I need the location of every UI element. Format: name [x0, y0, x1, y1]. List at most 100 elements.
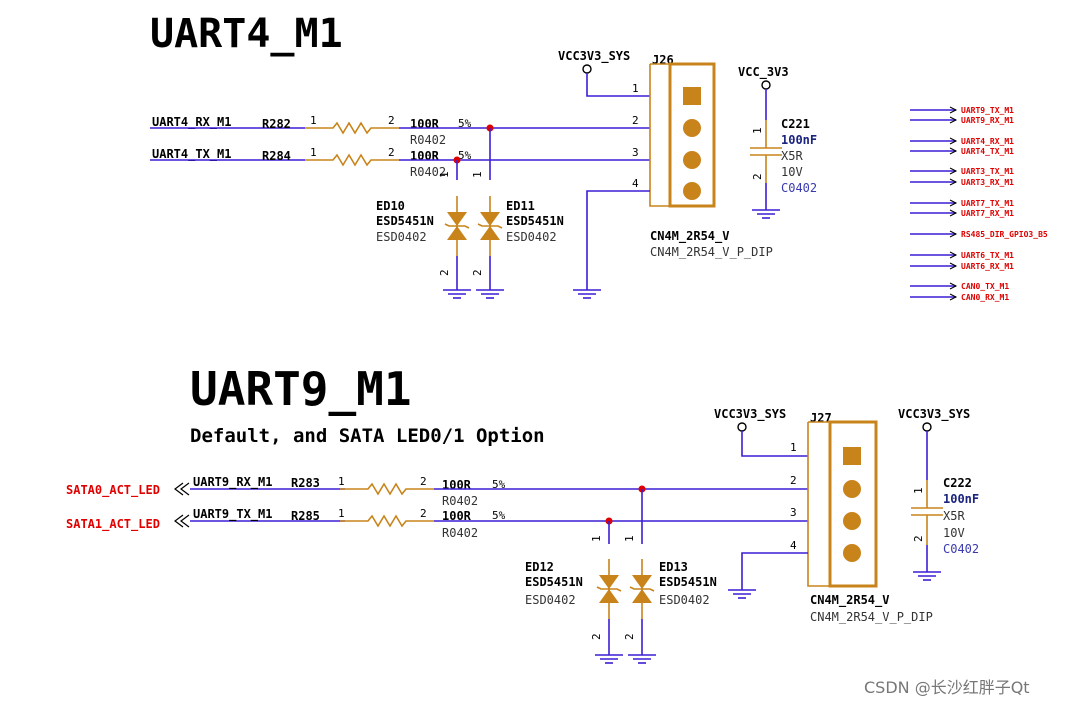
sata1-led-label: SATA1_ACT_LED [66, 517, 160, 532]
net-arrow-icon [949, 230, 958, 238]
c221-pin1: 1 [751, 127, 764, 134]
j26-pin2: 2 [632, 114, 639, 127]
j27-pin4: 4 [790, 539, 797, 552]
uart9-subtitle: Default, and SATA LED0/1 Option [190, 425, 545, 447]
c222-pin1: 1 [912, 487, 925, 494]
c221-diel: X5R [781, 149, 803, 163]
net-label: UART3_RX_M1 [961, 178, 1014, 187]
r285-pin2: 2 [420, 507, 427, 520]
ed10-pin2: 2 [438, 269, 451, 276]
r283-value: 100R [442, 478, 472, 492]
net-arrow-icon [174, 482, 190, 496]
r283-tol: 5% [492, 478, 506, 491]
sata0-led-label: SATA0_ACT_LED [66, 483, 160, 498]
ed11-ref: ED11 [506, 199, 535, 213]
uart4-tx-net: UART4_TX_M1 [150, 147, 305, 162]
net-label: UART6_TX_M1 [961, 251, 1014, 260]
net-arrow-icon [174, 514, 190, 528]
r283-ref: R283 [291, 476, 320, 490]
uart9-title: UART9_M1 [190, 362, 412, 416]
r284-pin1: 1 [310, 146, 317, 159]
c221-pkg: C0402 [781, 181, 817, 195]
c222-pin2: 2 [912, 535, 925, 542]
r282-value: 100R [410, 117, 440, 131]
uart4-rx-label: UART4_RX_M1 [152, 115, 231, 130]
esd-ed11: 1 2 ED11 ESD5451N ESD0402 [471, 171, 564, 276]
j27-ref: J27 [810, 411, 832, 425]
c221-power-label: VCC_3V3 [738, 65, 789, 80]
c222-ref: C222 [943, 476, 972, 490]
r285-ref: R285 [291, 509, 320, 523]
net-label: RS485_DIR_GPIO3_B5 [961, 230, 1048, 239]
r282-pin1: 1 [310, 114, 317, 127]
j27-pin1: 1 [790, 441, 797, 454]
j27-pin2: 2 [790, 474, 797, 487]
net-label: UART9_TX_M1 [961, 106, 1014, 115]
r282-pin2: 2 [388, 114, 395, 127]
resistor-r283: R283 1 2 100R 5% R0402 [291, 475, 506, 508]
net-arrow-icon [949, 178, 958, 186]
net-label: UART4_TX_M1 [961, 147, 1014, 156]
j27-name: CN4M_2R54_V [810, 593, 889, 608]
resistor-r285: R285 1 2 100R 5% R0402 [291, 507, 506, 540]
ed10-pkg: ESD0402 [376, 230, 427, 244]
esd-ed10: 1 2 ED10 ESD5451N ESD0402 [376, 171, 470, 276]
net-arrow-icon [949, 106, 958, 114]
r282-ref: R282 [262, 117, 291, 131]
net-arrow-icon [949, 199, 958, 207]
r284-value: 100R [410, 149, 440, 163]
c221-value: 100nF [781, 133, 817, 147]
ed10-pin1: 1 [438, 171, 451, 178]
resistor-r282: R282 1 2 100R 5% R0402 [262, 114, 472, 147]
j27-pin3: 3 [790, 506, 797, 519]
ground-icon [751, 209, 781, 219]
r284-pkg: R0402 [410, 165, 446, 179]
net-label: UART3_TX_M1 [961, 167, 1014, 176]
net-arrow-icon [949, 251, 958, 259]
c221-pin2: 2 [751, 173, 764, 180]
ed12-pin2: 2 [590, 633, 603, 640]
esd-ed12: 1 2 ED12 ESD5451N ESD0402 [525, 535, 622, 640]
r285-pkg: R0402 [442, 526, 478, 540]
j26-pkg: CN4M_2R54_V_P_DIP [650, 245, 773, 259]
net-arrow-icon [949, 293, 958, 301]
ground-icon [912, 571, 942, 581]
r285-pin1: 1 [338, 507, 345, 520]
ground-icon [572, 289, 602, 299]
c222-pkg: C0402 [943, 542, 979, 556]
r284-ref: R284 [262, 149, 291, 163]
uart9-rx-net: SATA0_ACT_LED UART9_RX_M1 [66, 475, 345, 498]
ed11-pin1: 1 [471, 171, 484, 178]
uart4-tx-label: UART4_TX_M1 [152, 147, 231, 162]
ed10-part: ESD5451N [376, 214, 434, 228]
net-arrow-icon [949, 262, 958, 270]
net-label: CAN0_RX_M1 [961, 293, 1009, 302]
j26-pin1: 1 [632, 82, 639, 95]
j27-power-label: VCC3V3_SYS [714, 407, 786, 422]
ed13-pin2: 2 [623, 633, 636, 640]
ed13-pkg: ESD0402 [659, 593, 710, 607]
connector-j27: VCC3V3_SYS J27 1 2 3 4 CN4M_2R54_V CN4M_… [714, 407, 933, 624]
r285-tol: 5% [492, 509, 506, 522]
net-label: UART9_RX_M1 [961, 116, 1014, 125]
ed12-part: ESD5451N [525, 575, 583, 589]
c222-diel: X5R [943, 509, 965, 523]
capacitor-c222: VCC3V3_SYS 1 2 C222 100nF X5R 10V C0402 [898, 407, 979, 581]
capacitor-c221: VCC_3V3 1 2 C221 100nF X5R 10V C0402 [738, 65, 817, 219]
net-arrow-icon [949, 167, 958, 175]
r282-pkg: R0402 [410, 133, 446, 147]
net-label: UART4_RX_M1 [961, 137, 1014, 146]
net-arrow-icon [949, 282, 958, 290]
ed12-pin1: 1 [590, 535, 603, 542]
ground-icon [594, 654, 624, 664]
ed13-pin1: 1 [623, 535, 636, 542]
net-arrow-icon [949, 116, 958, 124]
ed11-pin2: 2 [471, 269, 484, 276]
esd-ed13: 1 2 ED13 ESD5451N ESD0402 [623, 535, 717, 640]
r283-pkg: R0402 [442, 494, 478, 508]
net-label: CAN0_TX_M1 [961, 282, 1009, 291]
r284-tol: 5% [458, 149, 472, 162]
ed13-ref: ED13 [659, 560, 688, 574]
c221-volt: 10V [781, 165, 803, 179]
